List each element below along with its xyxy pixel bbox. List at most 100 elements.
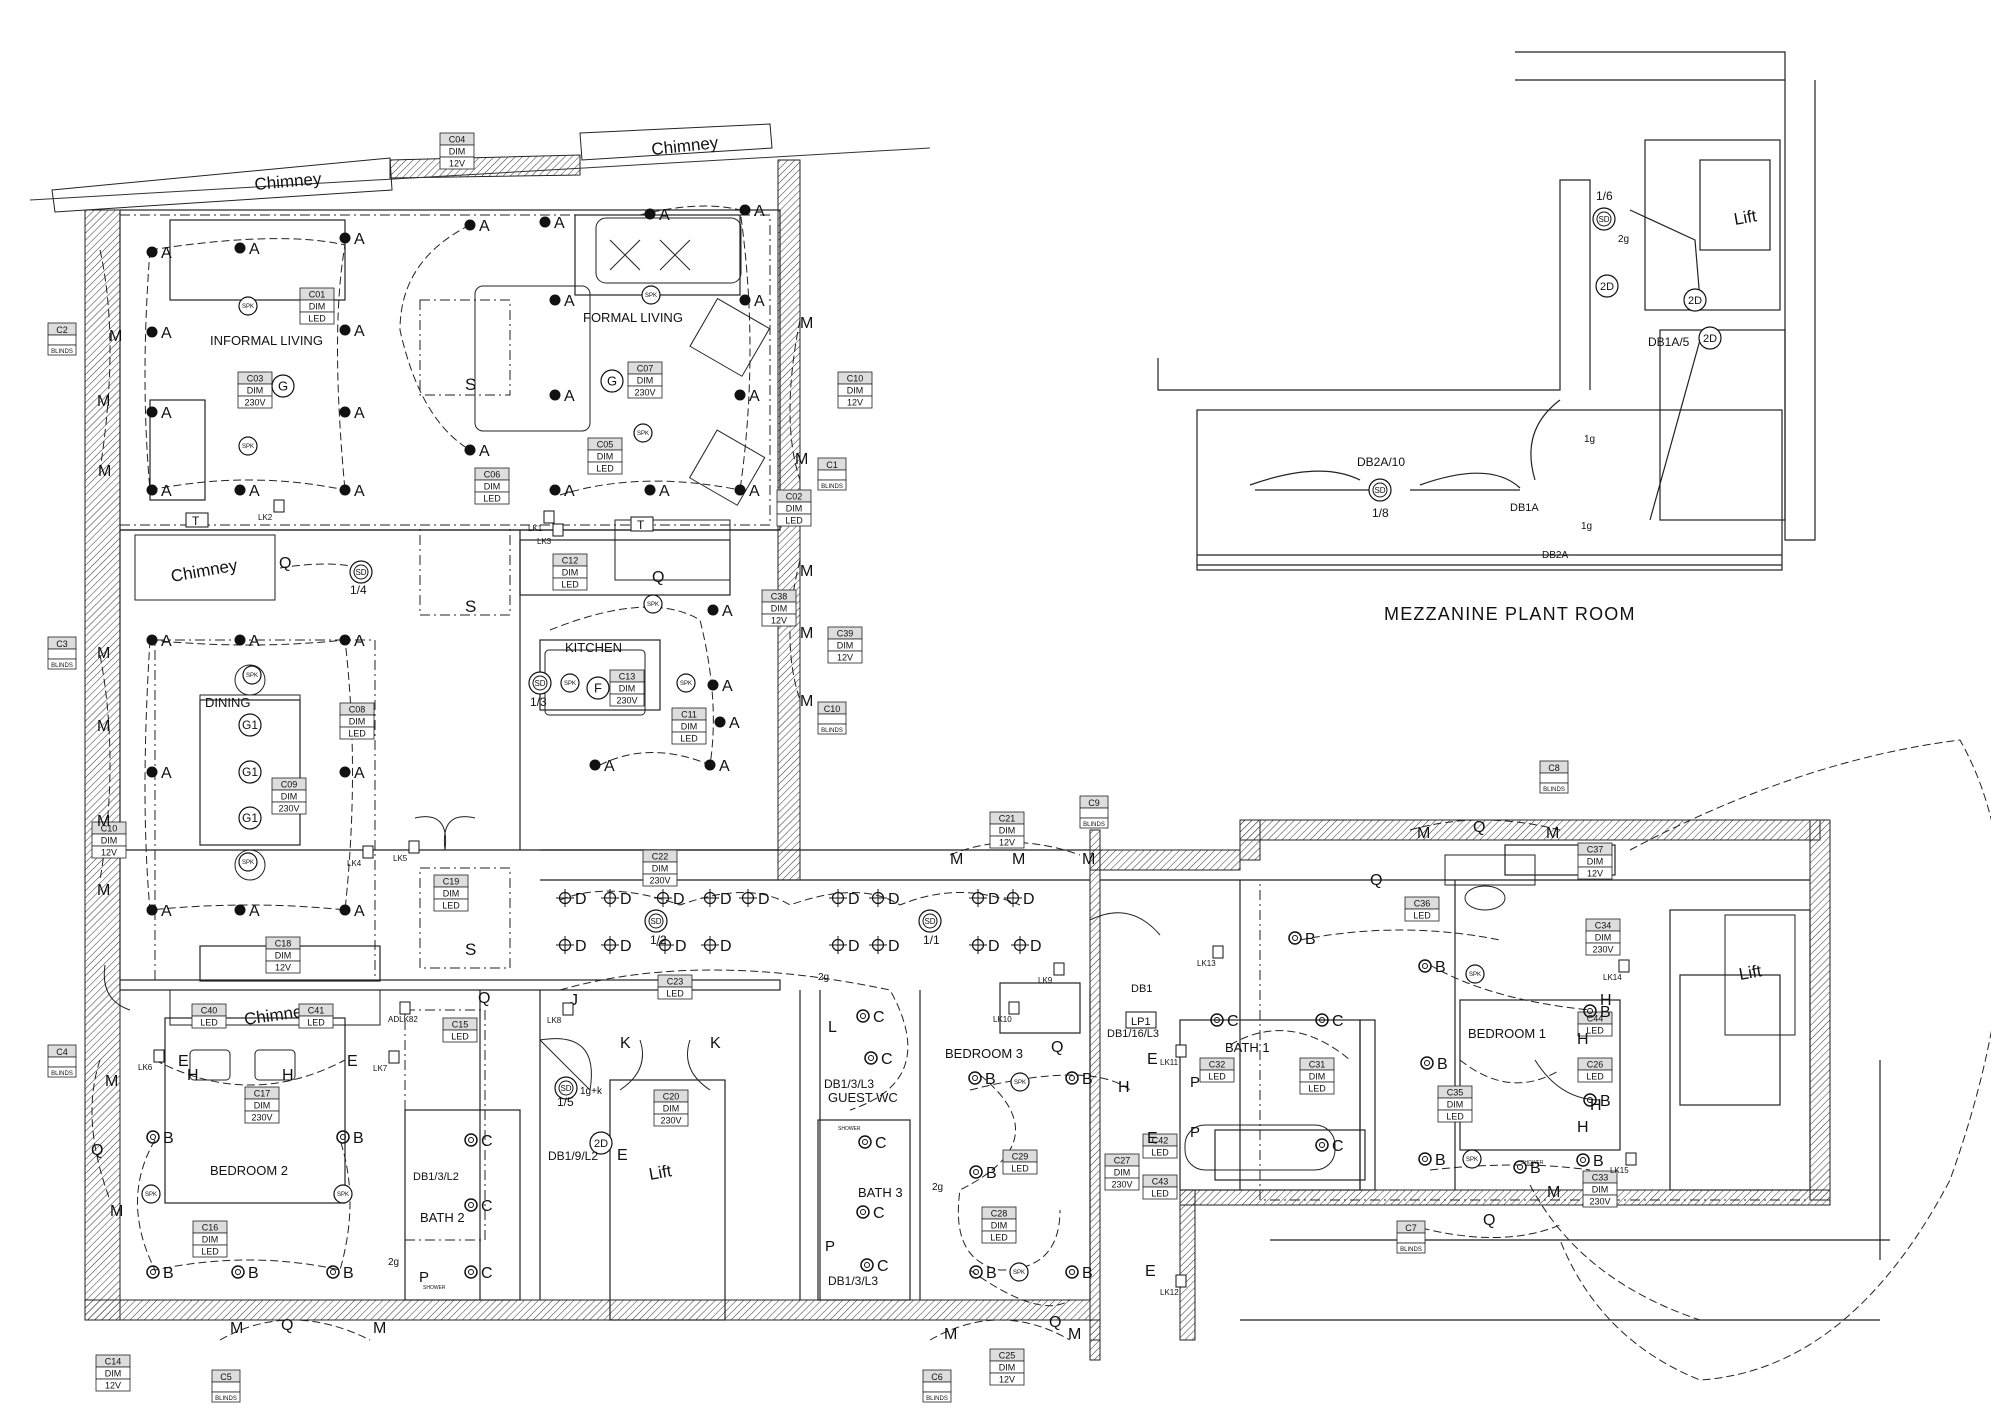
wall-light-inner-icon (1422, 1156, 1428, 1162)
fixture-letter: C (877, 1258, 889, 1275)
keypad-label: LK5 (393, 854, 408, 863)
wall-light-icon (864, 1051, 878, 1065)
keypad-label: LK6 (138, 1063, 153, 1072)
circle-symbol-icon (271, 374, 295, 398)
downlight-icon (704, 759, 716, 771)
switch-symbol: S (465, 375, 476, 394)
circuit-tags: C04DIM12VC01DIMLEDC03DIM230VC07DIM230VC0… (47, 132, 1621, 1403)
circuit-tag-line: DIM (202, 1235, 219, 1245)
blinds-tag-id: C1 (826, 460, 838, 470)
q-symbol: Q (1051, 1039, 1063, 1056)
fixture-letter: B (248, 1265, 259, 1282)
circle-symbol-label: SPK (337, 1192, 349, 1198)
circuit-tag-line: LED (785, 516, 803, 526)
circuit-tag-line: LED (200, 1018, 218, 1028)
fixture-letter: A (354, 231, 365, 248)
circuit-tag-line: LED (308, 314, 326, 324)
circuit-tag-line: C36 (1414, 899, 1431, 909)
downlight-icon (339, 324, 351, 336)
circuit-tag-line: C35 (1447, 1088, 1464, 1098)
circuit-tag-line: DIM (999, 826, 1016, 836)
blinds-tag-id: C10 (824, 704, 841, 714)
circle-symbol-label: 2D (1703, 333, 1717, 345)
downlight-icon (339, 634, 351, 646)
circuit-tag-line: LED (596, 464, 614, 474)
fixture-letter: C (875, 1135, 887, 1152)
switch-gang: 2g (1618, 234, 1629, 245)
smoke-detector-inner-icon (532, 675, 548, 691)
circuit-tag-line: C22 (652, 852, 669, 862)
smoke-detector-label: SD (534, 679, 545, 688)
circle-symbol-icon (1462, 1149, 1482, 1169)
keypad-label: LK2 (258, 513, 273, 522)
blinds-tag-label: BLINDS (51, 663, 73, 669)
circle-symbol-icon (589, 1131, 613, 1155)
q-symbol: Q (281, 1317, 293, 1334)
smoke-detector-inner-icon (1596, 211, 1612, 227)
fixture-letter: D (848, 938, 860, 955)
circuit-tag-line: C40 (201, 1006, 218, 1016)
blinds-tag-label: BLINDS (821, 484, 843, 490)
circle-symbol-icon (1683, 288, 1707, 312)
switch-gang: 2g (818, 972, 829, 983)
circle-symbol-label: SPK (1014, 1080, 1026, 1086)
circuit-ref: DB1 (1131, 983, 1152, 995)
smoke-detector-icon (1592, 207, 1616, 231)
circle-symbol-label: G (607, 374, 617, 389)
downlight-icon (739, 204, 751, 216)
circle-symbol-icon (238, 760, 262, 784)
switch-gang: 2g (932, 1182, 943, 1193)
circle-symbol-label: G1 (242, 765, 258, 779)
downlight-icon (146, 634, 158, 646)
circle-symbol-icon (1009, 1262, 1029, 1282)
motor-symbol: M (97, 645, 110, 662)
keypad-icon (1618, 959, 1630, 973)
circuit-tag-line: 12V (999, 838, 1015, 848)
circle-symbol-label: SPK (637, 431, 649, 437)
smoke-detector-label: SD (1598, 215, 1609, 224)
motor-symbol: M (97, 393, 110, 410)
circuit-tag-line: DIM (771, 604, 788, 614)
wall-light-icon (146, 1265, 160, 1279)
q-symbol: Q (1473, 819, 1485, 836)
circuit-ref: 1/2 (650, 933, 667, 947)
circuit-tag-line: C02 (786, 492, 803, 502)
circuit-tag-line: C25 (999, 1351, 1016, 1361)
q-symbol: Q (1049, 1314, 1061, 1331)
fixture-letter: A (354, 765, 365, 782)
circle-symbol-label: G (278, 379, 288, 394)
fixture-letter: D (888, 891, 900, 908)
circle-symbol-icon (238, 436, 258, 456)
circuit-tag-line: C14 (105, 1357, 122, 1367)
wall-light-inner-icon (972, 1075, 978, 1081)
keypad-icon (408, 840, 420, 854)
wall-light-inner-icon (1214, 1017, 1220, 1023)
circle-symbol-label: SPK (246, 673, 258, 679)
keypad-label: ADLK82 (388, 1015, 418, 1024)
p-symbol: P (419, 1269, 429, 1286)
circuit-tag-line: C17 (254, 1089, 271, 1099)
j-symbol: J (570, 992, 578, 1009)
blinds-tag-id: C8 (1548, 763, 1560, 773)
motor-symbol: M (373, 1320, 386, 1337)
fixture-letter: D (888, 938, 900, 955)
fixture-letter: B (343, 1265, 354, 1282)
motor-symbol: M (97, 718, 110, 735)
fixture-letter: A (564, 293, 575, 310)
circuit-tag-line: C08 (349, 705, 366, 715)
circuit-tag-line: C42 (1152, 1136, 1169, 1146)
fixture-letter: B (1082, 1265, 1093, 1282)
wall-light-inner-icon (330, 1269, 336, 1275)
heater-symbol: H (187, 1067, 199, 1084)
wall-light-inner-icon (150, 1134, 156, 1140)
